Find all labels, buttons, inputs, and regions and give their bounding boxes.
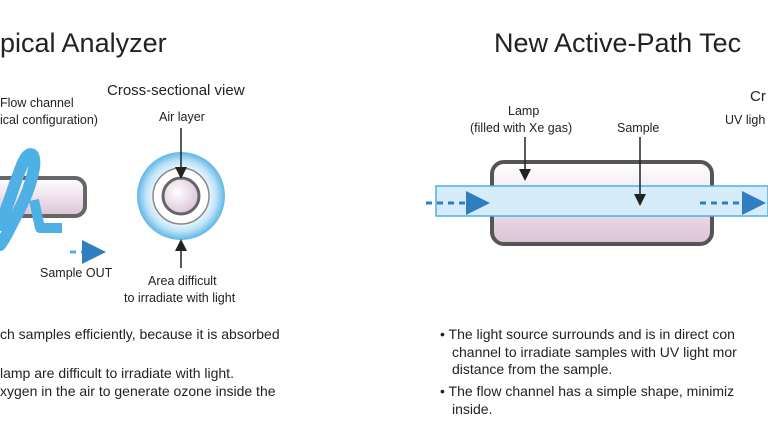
flow-channel bbox=[435, 185, 768, 217]
area-label-2: to irradiate with light bbox=[124, 291, 236, 305]
left-cross-section-title: Cross-sectional view bbox=[107, 82, 245, 99]
right-cross-section-title: Cr bbox=[750, 88, 766, 105]
right-body-line-3: distance from the sample. bbox=[452, 361, 613, 377]
right-body-line-2: channel to irradiate samples with UV lig… bbox=[452, 344, 737, 360]
lamp-label-2: (filled with Xe gas) bbox=[470, 121, 573, 135]
right-title: New Active-Path Tec bbox=[494, 28, 742, 58]
left-body-line-1: ch samples efficiently, because it is ab… bbox=[0, 326, 280, 342]
left-body-line-2: lamp are difficult to irradiate with lig… bbox=[0, 365, 234, 381]
area-label-1: Area difficult bbox=[148, 274, 217, 288]
left-title: pical Analyzer bbox=[0, 28, 167, 58]
flow-channel-label-1: Flow channel bbox=[0, 96, 74, 110]
uv-light-label: UV ligh bbox=[725, 113, 766, 127]
left-body-line-3: xygen in the air to generate ozone insid… bbox=[0, 383, 276, 399]
straight-lamp bbox=[435, 160, 768, 246]
air-layer-label: Air layer bbox=[159, 110, 205, 124]
cross-section-view bbox=[137, 152, 225, 240]
sample-label: Sample bbox=[617, 121, 660, 135]
flow-channel-label-2: ical configuration) bbox=[0, 113, 98, 127]
lamp-label-1: Lamp bbox=[508, 104, 540, 118]
right-body-line-1: • The light source surrounds and is in d… bbox=[440, 326, 735, 342]
helical-lamp bbox=[0, 148, 87, 251]
right-body-line-5: inside. bbox=[452, 401, 493, 417]
right-body-line-4: • The flow channel has a simple shape, m… bbox=[440, 383, 735, 399]
sample-out-label: Sample OUT bbox=[40, 266, 113, 280]
helical-channel bbox=[0, 148, 41, 251]
